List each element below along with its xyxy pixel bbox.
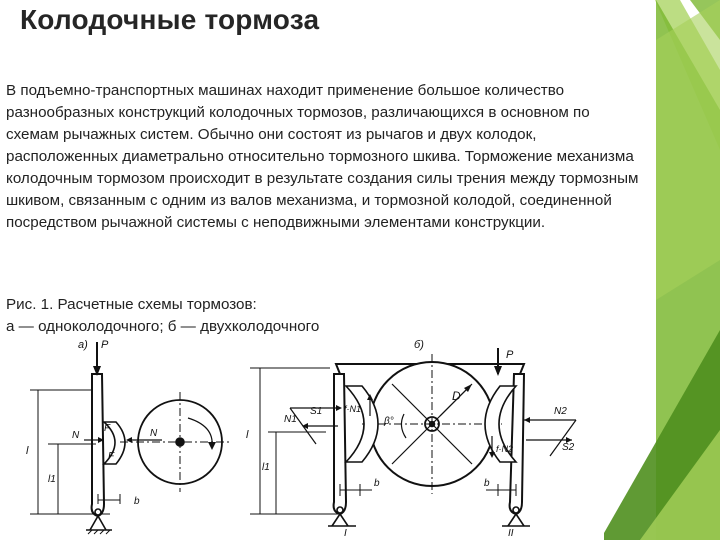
scheme-a: а) P l l1 <box>26 339 232 535</box>
scheme-b-label: б) <box>414 339 424 351</box>
scheme-b-friction-fN1: f·N1 <box>344 404 361 414</box>
scheme-a-label: а) <box>78 339 88 351</box>
scheme-b-support-I: I <box>344 528 347 539</box>
scheme-b-dim-b-left: b <box>374 478 380 489</box>
scheme-a-force-F-bottom: F <box>108 451 115 462</box>
brake-schemes-figure: а) P l l1 <box>0 334 604 540</box>
scheme-a-force-P: P <box>101 339 109 351</box>
content-panel <box>0 64 656 342</box>
scheme-a-dim-l: l <box>26 445 29 457</box>
scheme-b-force-N2: N2 <box>554 406 567 417</box>
scheme-b: б) P l l1 I II <box>246 339 577 539</box>
scheme-a-dim-l1: l1 <box>48 474 56 485</box>
scheme-b-force-S1: S1 <box>310 406 322 417</box>
description-paragraph: В подъемно-транспортных машинах находит … <box>6 82 639 231</box>
scheme-a-force-F-top: F <box>104 423 111 434</box>
slide-title: Колодочные тормоза <box>20 4 320 35</box>
scheme-b-friction-fN2: f·N2 <box>496 444 513 454</box>
scheme-a-force-N-center: N <box>150 428 158 439</box>
scheme-b-dim-b-right: b <box>484 478 490 489</box>
figure-caption-subtitle: а — одноколодочного; б — двухколодочного <box>6 318 320 335</box>
scheme-b-dim-l1: l1 <box>262 462 270 473</box>
scheme-a-dim-b: b <box>134 496 140 507</box>
scheme-b-force-S2: S2 <box>562 442 575 453</box>
scheme-b-force-P: P <box>506 349 514 361</box>
scheme-b-angle-beta: β° <box>383 416 394 427</box>
figure-caption-title: Рис. 1. Расчетные схемы тормозов: <box>6 296 257 313</box>
scheme-b-dim-l: l <box>246 429 249 441</box>
scheme-b-support-II: II <box>508 528 514 539</box>
scheme-b-force-N1: N1 <box>284 414 297 425</box>
scheme-b-diameter-D: D <box>452 389 461 403</box>
scheme-a-force-N-left: N <box>72 430 80 441</box>
brake-schemes-drawing: а) P l l1 <box>26 339 577 539</box>
